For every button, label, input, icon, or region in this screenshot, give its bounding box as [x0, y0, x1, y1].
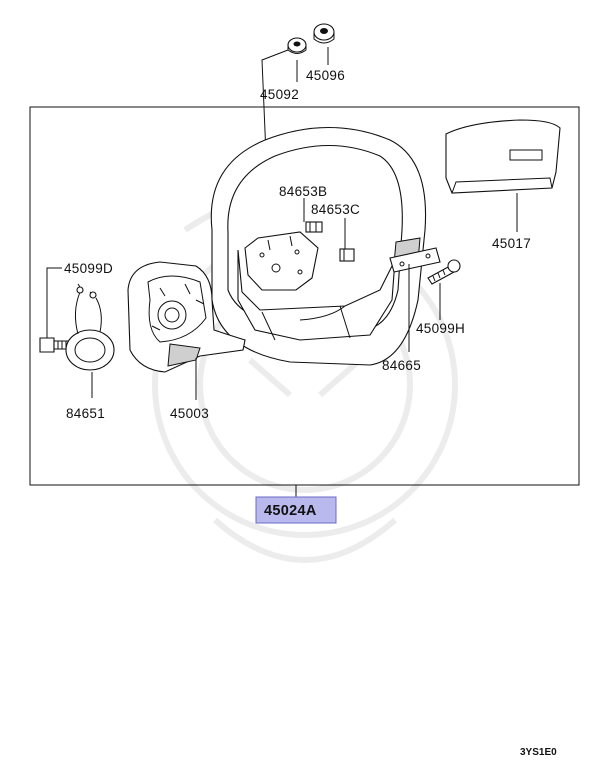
- part-label-84651: 84651: [66, 406, 105, 421]
- column-cover-45003: [127, 261, 246, 373]
- part-label-45099D: 45099D: [64, 261, 113, 276]
- steering-wheel: [210, 126, 427, 366]
- reference-code: 3YS1E0: [520, 747, 557, 758]
- part-label-45017: 45017: [492, 236, 531, 251]
- part-label-45096: 45096: [306, 68, 345, 83]
- part-label-45099H: 45099H: [416, 321, 465, 336]
- nut-45096: [313, 23, 335, 44]
- assembly-label: 45024A: [264, 503, 317, 519]
- part-label-84653B: 84653B: [279, 184, 327, 199]
- part-label-45092: 45092: [260, 87, 299, 102]
- assembly-frame: [29, 106, 580, 486]
- part-label-84653C: 84653C: [311, 202, 360, 217]
- nut-45092: [287, 37, 307, 54]
- part-label-84665: 84665: [382, 358, 421, 373]
- part-label-45003: 45003: [170, 406, 209, 421]
- bolt-45099H: [427, 259, 461, 285]
- spiral-cable-84651: [65, 283, 115, 371]
- clip-84653B: [305, 221, 323, 233]
- assembly-label-box[interactable]: [255, 496, 337, 524]
- clip-84653C: [339, 248, 355, 262]
- bracket-84665: [389, 247, 441, 273]
- horn-pad-45017: [445, 119, 561, 194]
